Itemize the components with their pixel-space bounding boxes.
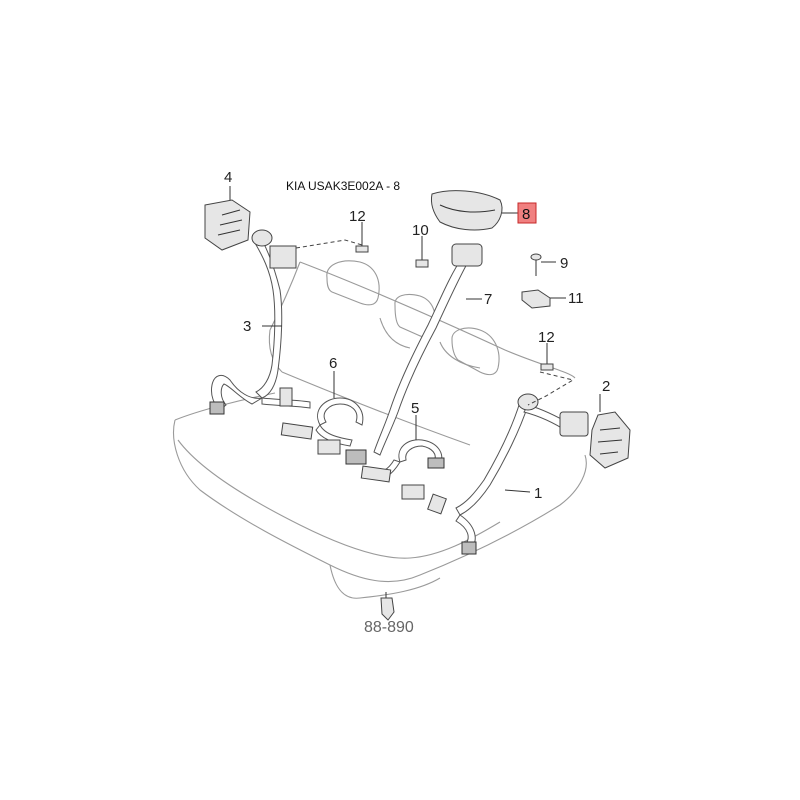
bolt-12-upper (355, 232, 369, 253)
callout-2: 2 (602, 378, 610, 395)
callout-12-upper: 12 (349, 208, 366, 225)
callout-7: 7 (484, 291, 492, 308)
buckle-assembly-6 (280, 397, 364, 455)
callout-3: 3 (243, 318, 251, 335)
callout-9: 9 (560, 255, 568, 272)
diagram-code: KIA USAK3E002A - 8 (286, 179, 400, 193)
center-seat-belt-assembly (345, 243, 483, 465)
callout-6: 6 (329, 355, 337, 372)
callout-8: 8 (522, 206, 530, 223)
reference-marker-icon (380, 597, 395, 621)
right-seat-belt-assembly (427, 393, 589, 555)
headrest-left (326, 260, 380, 306)
rear-seat-outline (173, 261, 587, 599)
callout-1: 1 (534, 485, 542, 502)
guide-lines (295, 239, 575, 406)
headrest-right (451, 327, 500, 376)
screw-9 (530, 253, 542, 276)
bolt-12-lower (540, 350, 554, 371)
callout-4: 4 (224, 169, 232, 186)
part-8-trim-cover (431, 190, 503, 231)
callout-5: 5 (411, 400, 419, 417)
callout-12-lower: 12 (538, 329, 555, 346)
callout-10: 10 (412, 222, 429, 239)
part-4-cover (204, 199, 251, 251)
reference-number: 88-890 (364, 619, 414, 636)
part-2-cover (589, 411, 631, 469)
bracket-11 (521, 289, 551, 309)
leader-lines (229, 186, 601, 608)
buckle-assembly-5 (360, 439, 445, 500)
left-seat-belt-assembly (209, 229, 311, 415)
callout-11: 11 (568, 290, 584, 307)
callout-8-highlight (517, 202, 537, 224)
bolt-10 (415, 244, 429, 268)
